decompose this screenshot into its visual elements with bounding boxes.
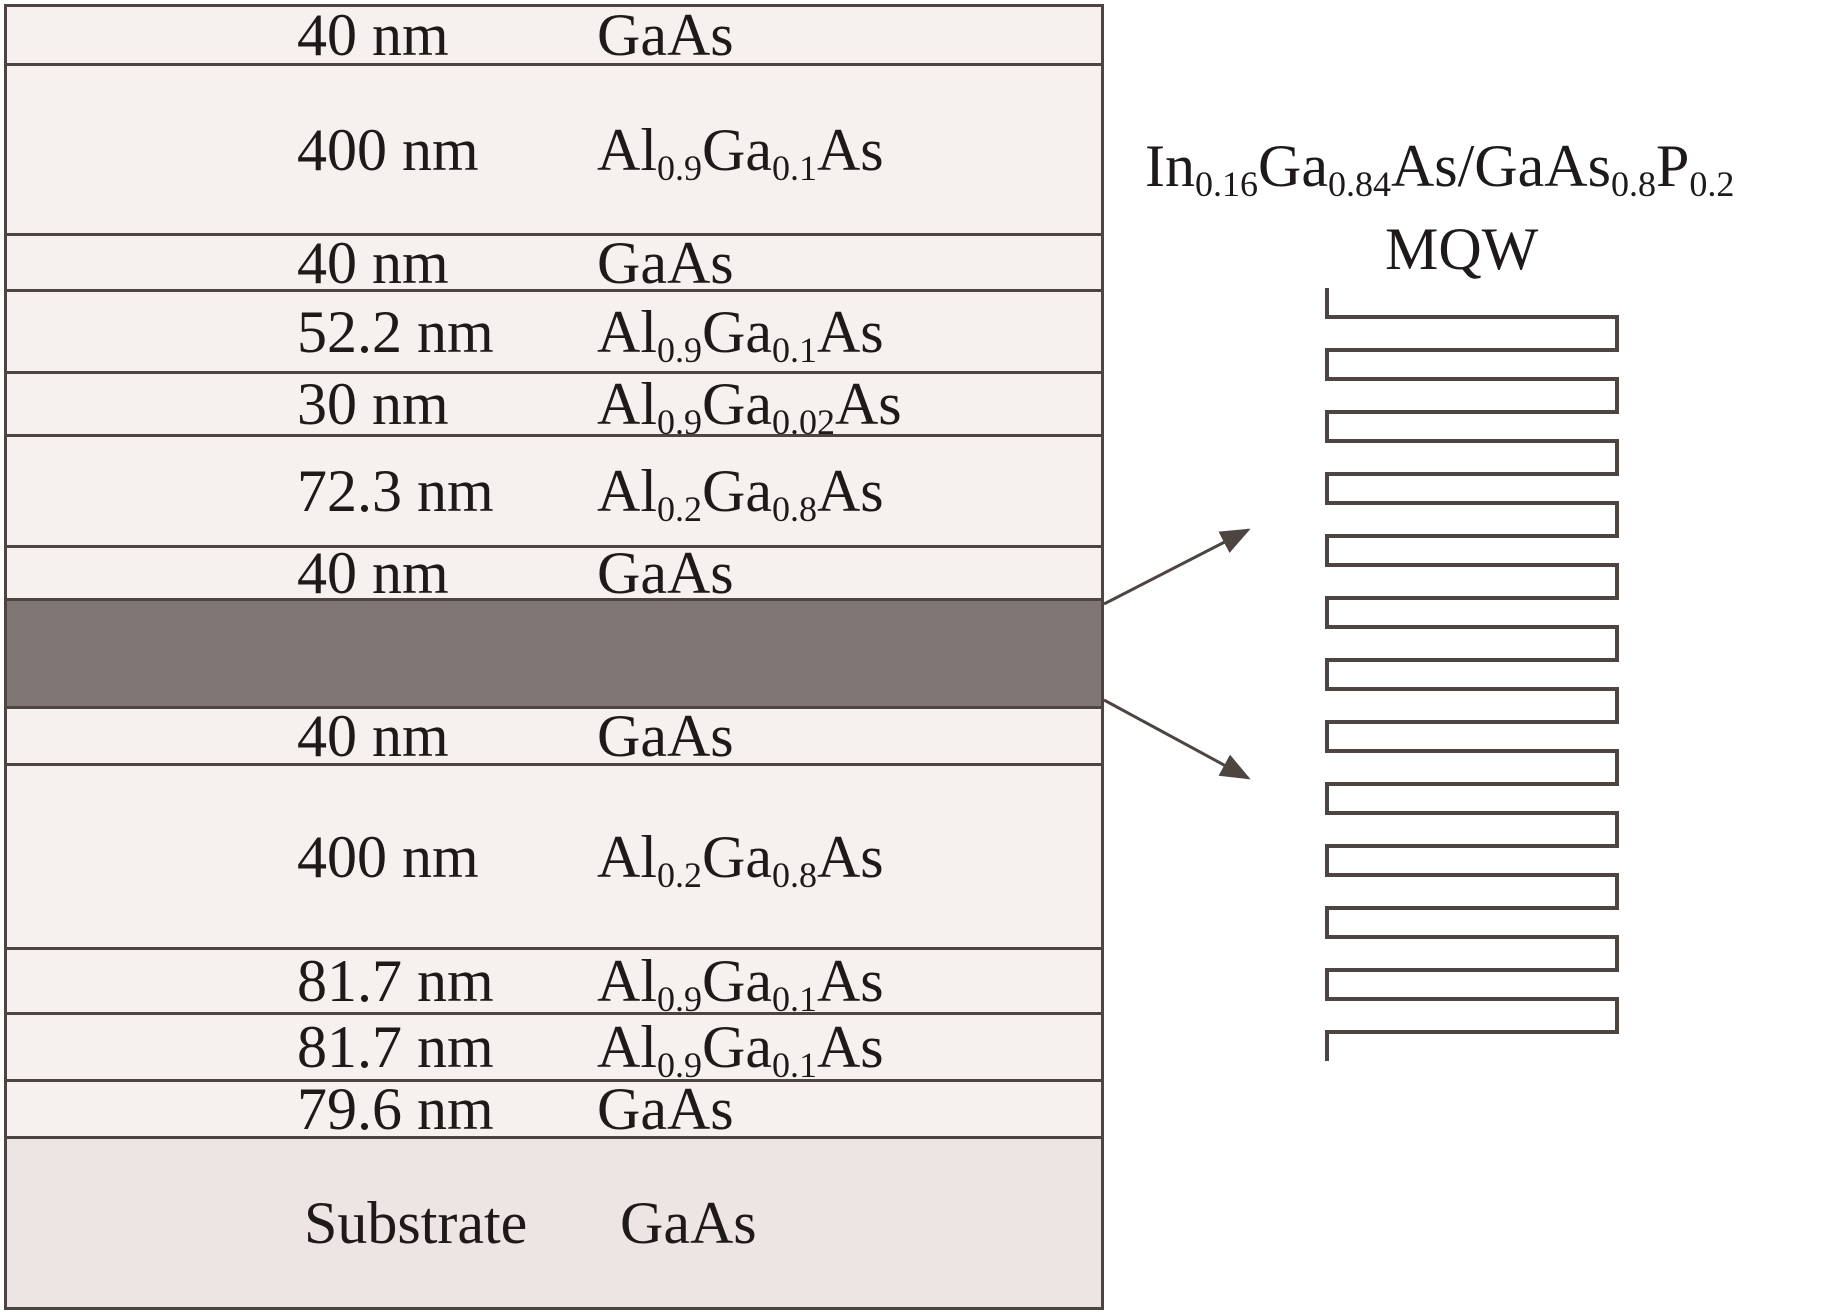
mqw-formula: In0.16Ga0.84As/GaAs0.8P0.2: [1145, 133, 1735, 204]
layer-2-algaas: 400 nm Al0.9Ga0.1As: [4, 63, 1104, 236]
layer-1-gaas: 40 nm GaAs: [4, 4, 1104, 66]
layer-material: GaAs: [597, 540, 734, 606]
substrate-label: Substrate: [304, 1190, 528, 1256]
layer-11-algaas: 81.7 nm Al0.9Ga0.1As: [4, 947, 1104, 1019]
layer-thickness: 40 nm: [297, 229, 449, 296]
layer-thickness: 52.2 nm: [297, 298, 494, 365]
layer-material: Al0.9Ga0.1As: [597, 948, 884, 1019]
layer-thickness: 400 nm: [297, 116, 479, 183]
layer-thickness: 81.7 nm: [297, 948, 494, 1014]
layer-material: GaAs: [597, 703, 734, 769]
layer-material: Al0.9Ga0.1As: [597, 116, 884, 188]
layer-material: Al0.9Ga0.1As: [597, 1014, 884, 1085]
layer-material: Al0.2Ga0.8As: [597, 823, 884, 895]
layer-thickness: 81.7 nm: [297, 1014, 494, 1080]
layer-10-algaas: 400 nm Al0.2Ga0.8As: [4, 763, 1104, 950]
layer-thickness: 30 nm: [297, 371, 449, 437]
layer-stack: 40 nm GaAs 400 nm Al0.9Ga0.1As 40 nm GaA…: [4, 4, 1104, 1312]
mqw-well-profile: [1325, 288, 1619, 1061]
layer-12-algaas: 81.7 nm Al0.9Ga0.1As: [4, 1012, 1104, 1085]
layer-thickness: 79.6 nm: [297, 1076, 494, 1142]
upper-arrow: [1103, 528, 1251, 606]
layer-material: Al0.9Ga0.1As: [597, 298, 884, 370]
substrate-layer: Substrate GaAs: [4, 1136, 1104, 1310]
layer-material: GaAs: [597, 229, 734, 296]
layer-9-gaas: 40 nm GaAs: [4, 706, 1104, 766]
layer-material: GaAs: [597, 1076, 734, 1142]
layer-thickness: 40 nm: [297, 540, 449, 606]
mqw-region-layer: [4, 598, 1104, 709]
layer-thickness: 72.3 nm: [297, 458, 494, 524]
layer-material: Al0.2Ga0.8As: [597, 458, 884, 529]
layer-thickness: 40 nm: [297, 703, 449, 769]
layer-thickness: 400 nm: [297, 823, 479, 890]
layer-material: GaAs: [620, 1190, 757, 1256]
mqw-label: MQW: [1385, 216, 1539, 282]
layer-6-algaas: 72.3 nm Al0.2Ga0.8As: [4, 434, 1104, 548]
layer-7-gaas: 40 nm GaAs: [4, 540, 1104, 606]
layer-material: GaAs: [597, 2, 734, 68]
lower-arrow: [1103, 698, 1251, 780]
layer-thickness: 40 nm: [297, 2, 449, 68]
